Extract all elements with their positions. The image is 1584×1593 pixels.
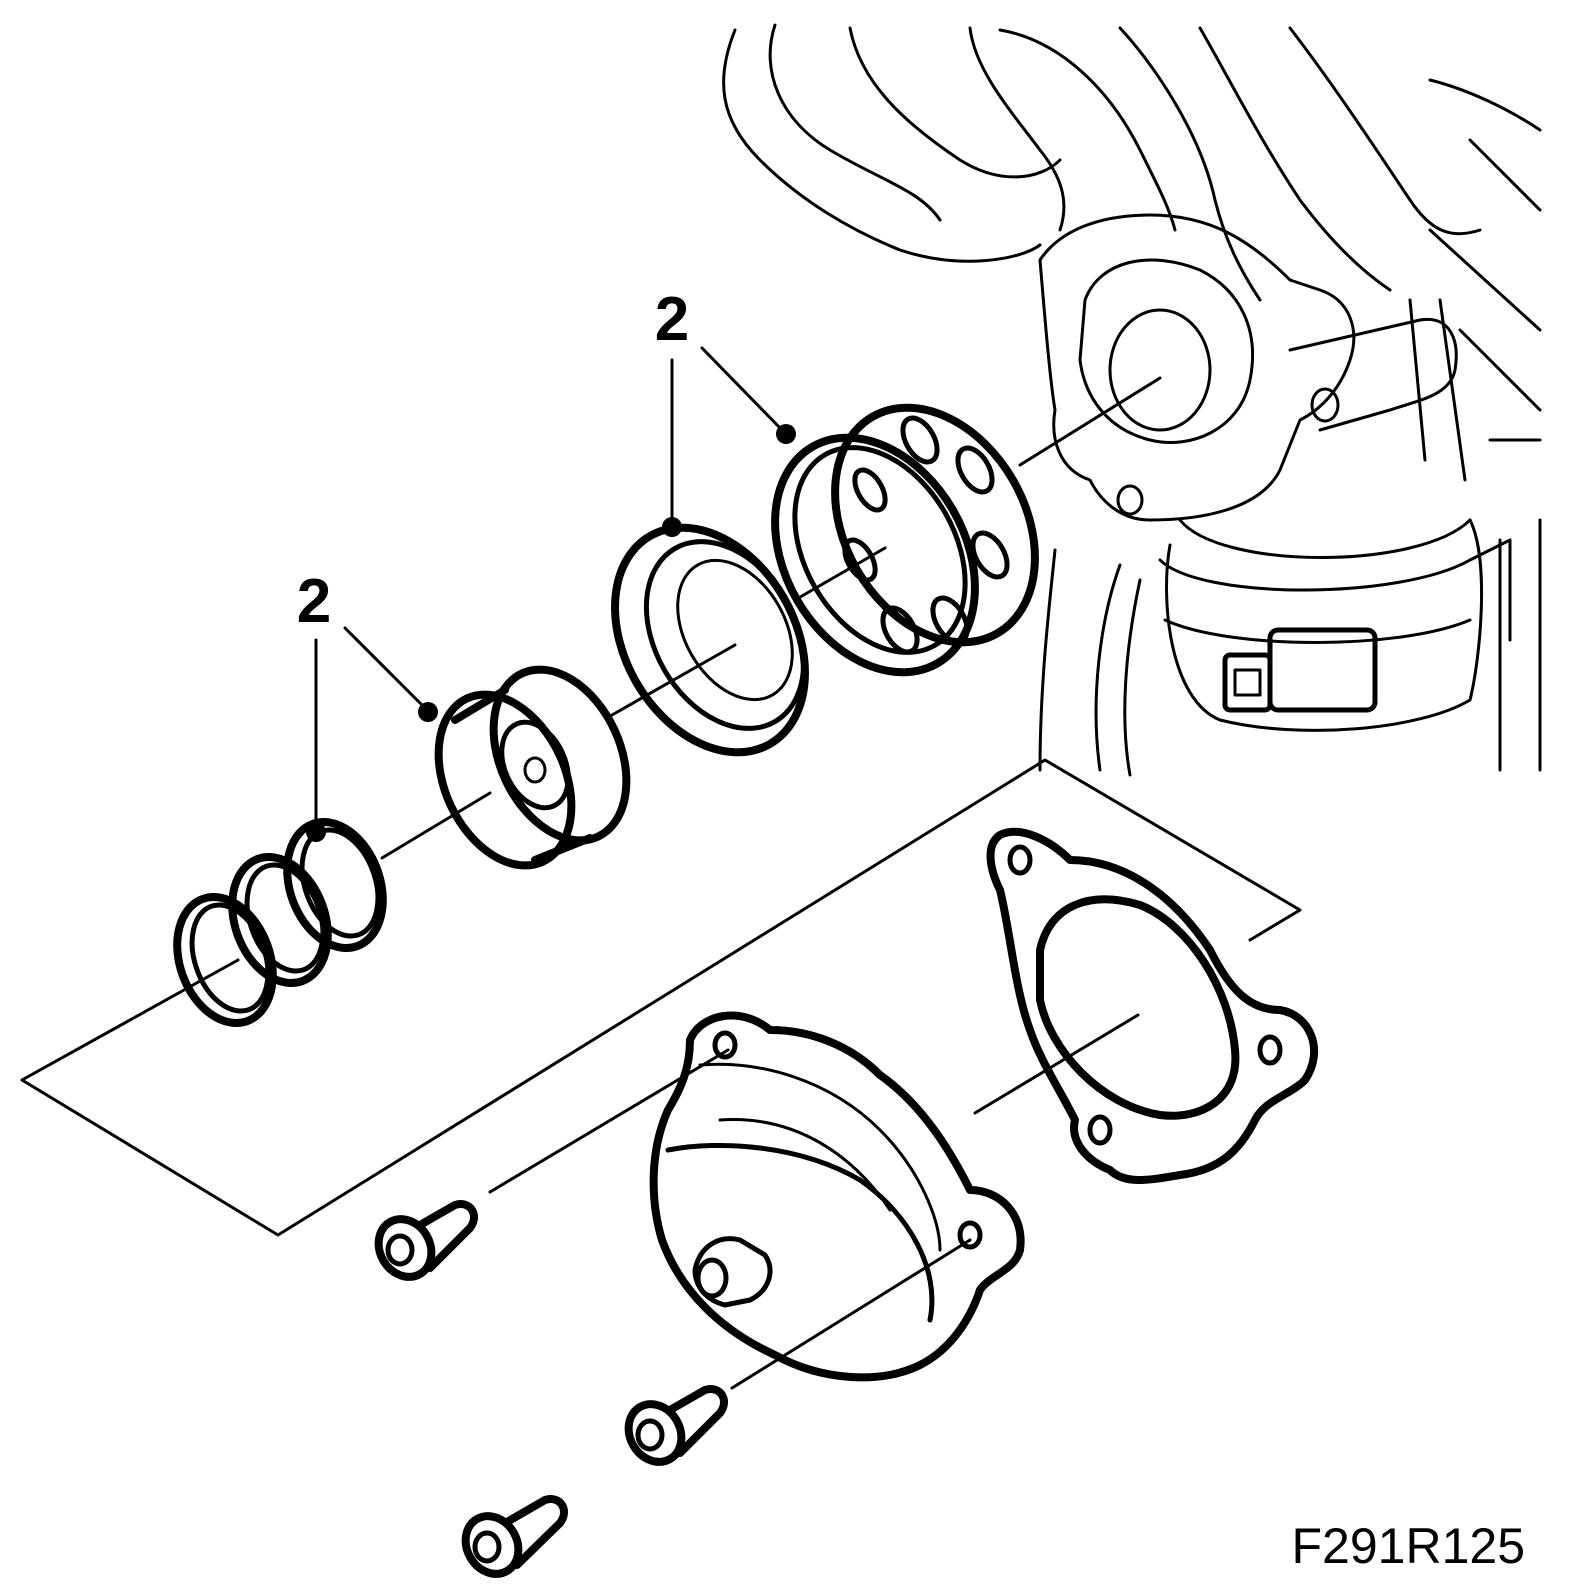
bolt-upper (374, 1200, 478, 1281)
valve-cup (434, 665, 631, 870)
callout-1-label: 2 (297, 567, 331, 636)
callout-1: 2 (297, 567, 438, 842)
bolt-loose (461, 1495, 568, 1578)
thermostat-cover (488, 1011, 1025, 1390)
engine-housing (722, 23, 1542, 777)
figure-id: F291R125 (1292, 1518, 1526, 1574)
kit-bracket-outline (20, 758, 1302, 1237)
spring (173, 818, 387, 1027)
callout-2-label: 2 (655, 285, 689, 354)
callout-2: 2 (655, 285, 796, 537)
bolt-lower (624, 1385, 728, 1466)
sealing-ring (611, 523, 809, 757)
gasket (973, 827, 1318, 1184)
thermostat-housing-ring (771, 403, 1039, 677)
assembly-axis-lines (20, 376, 1162, 1082)
